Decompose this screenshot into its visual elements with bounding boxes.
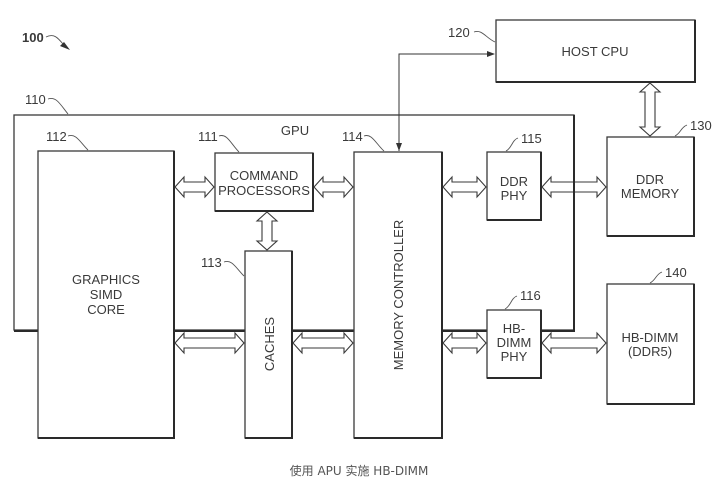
host-cpu-label: HOST CPU [562,44,629,59]
memory-controller-ref: 114 [342,129,363,144]
caches-block: 113 CACHES [201,250,293,439]
hb-dimm-label-line-1: HB-DIMM [621,330,678,345]
hb-dimm-ref: 140 [665,265,687,280]
ddr-memory-shadow [607,137,695,237]
graphics-simd-core-leader [67,134,89,151]
hb-dimm-phy-label-line-2: DIMM [497,335,532,350]
ddr-memory-box [606,136,695,237]
figure-number-arrowhead-icon [60,42,70,50]
gpu-ref-number: 110 [25,92,46,107]
command-processors-block: 111 COMMAND PROCESSORS [198,129,314,212]
ddr-memory-ref: 130 [690,118,712,133]
memory-controller-leader [363,135,385,152]
host-cpu-ref: 120 [448,25,470,40]
simd-core-command-processors-arrow-icon [174,175,215,199]
ddr-memory-block: 130 DDR MEMORY [606,118,712,237]
memctrl-ddr-phy-arrow-icon [442,175,487,199]
caches-box [244,250,293,439]
graphics-simd-core-shadow [38,151,175,439]
command-processors-caches-arrow-icon [255,211,279,251]
memory-controller-box [353,151,443,439]
caches-leader [223,260,245,277]
hb-dimm-shadow [607,284,695,405]
figure-number-leader [45,35,64,45]
hb-dimm-box [606,283,695,405]
command-processors-shadow [215,153,314,212]
ddr-phy-shadow [487,152,542,221]
figure-number-label: 100 [22,30,70,50]
graphics-simd-core-block: 112 GRAPHICS SIMD CORE [37,129,175,439]
ddr-memory-leader [674,124,688,137]
host-cpu-ddr-memory-arrow-icon [638,82,662,137]
hb-dimm-leader [649,271,663,284]
command-processors-ref: 111 [198,129,218,144]
host-cpu-box [495,19,696,83]
hb-dimm-phy-label-line-1: HB- [503,321,525,336]
command-processors-label-line-2: PROCESSORS [218,183,310,198]
hb-dimm-phy-shadow [487,310,542,379]
graphics-simd-core-label-line-1: GRAPHICS [72,272,140,287]
graphics-simd-core-label-line-3: CORE [87,302,125,317]
svg-text:100: 100 [22,30,44,45]
ddr-phy-block: 115 DDR PHY [486,131,542,221]
bidirectional-arrows [174,82,662,355]
command-processors-leader [218,135,240,153]
gpu-ref-leader [47,97,69,115]
host-cpu-shadow [496,20,696,83]
caches-label: CACHES [262,317,277,372]
gpu-label: GPU [281,123,309,138]
memctrl-hb-dimm-phy-arrow-icon [442,331,487,355]
ddr-phy-label-line-2: PHY [501,188,528,203]
caches-memctrl-arrow-icon [292,331,354,355]
hb-dimm-phy-ref: 116 [520,288,541,303]
host-cpu-leader [473,30,496,43]
hb-dimm-block: 140 HB-DIMM (DDR5) [606,265,695,405]
command-processors-memctrl-arrow-icon [313,175,354,199]
ddr-phy-label-line-1: DDR [500,174,528,189]
simd-core-caches-arrow-icon [174,331,245,355]
command-processors-label-line-1: COMMAND [230,168,299,183]
graphics-simd-core-ref: 112 [46,129,67,144]
hb-dimm-phy-leader [504,295,518,310]
caches-ref: 113 [201,255,222,270]
memory-controller-shadow [354,152,443,439]
ddr-memory-label-line-1: DDR [636,172,664,187]
figure-caption: 使用 APU 实施 HB-DIMM [290,463,429,478]
memory-controller-block: 114 MEMORY CONTROLLER [342,129,443,439]
ddr-phy-ref: 115 [521,131,542,146]
caches-shadow [245,251,293,439]
hb-dimm-label-line-2: (DDR5) [628,344,672,359]
hb-dimm-phy-hb-dimm-arrow-icon [541,331,607,355]
memory-controller-label: MEMORY CONTROLLER [391,220,406,371]
hb-dimm-phy-label-line-3: PHY [501,349,528,364]
ddr-phy-leader [505,137,519,152]
graphics-simd-core-label-line-2: SIMD [90,287,123,302]
hb-dimm-phy-block: 116 HB- DIMM PHY [486,288,542,379]
host-cpu-block: 120 HOST CPU [448,19,696,83]
ddr-memory-label-line-2: MEMORY [621,186,680,201]
